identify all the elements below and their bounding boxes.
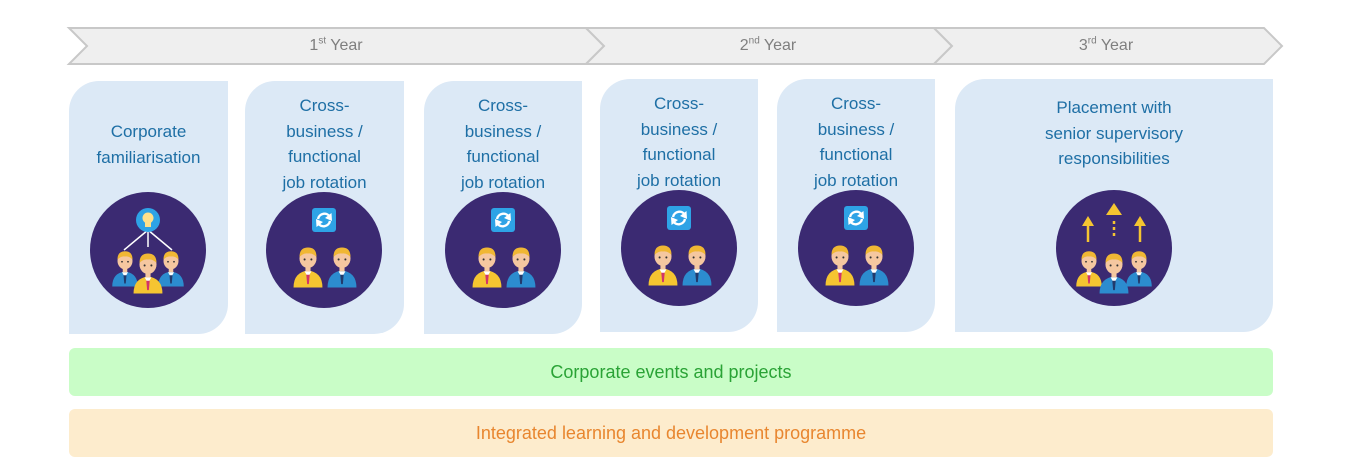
stage-card-rotation-4: Cross- business / functional job rotatio… — [777, 79, 935, 332]
stage-card-corporate-familiarisation: Corporate familiarisation — [69, 81, 228, 334]
rotation-icon — [621, 190, 737, 306]
year-3-label: 3rd Year — [1078, 35, 1134, 54]
rotation-icon — [445, 192, 561, 308]
rotation-icon — [266, 192, 382, 308]
stage-title: Corporate familiarisation — [96, 122, 201, 167]
year-timeline — [66, 27, 1284, 65]
stage-title: Placement with senior supervisory respon… — [1045, 98, 1183, 168]
stage-card-rotation-2: Cross- business / functional job rotatio… — [424, 81, 582, 334]
stage-title: Cross- business / functional job rotatio… — [636, 94, 722, 190]
stage-card-senior-placement: Placement with senior supervisory respon… — [955, 79, 1273, 332]
stage-title: Cross- business / functional job rotatio… — [460, 96, 546, 192]
learning-programme-band: Integrated learning and development prog… — [69, 409, 1273, 457]
stage-card-rotation-3: Cross- business / functional job rotatio… — [600, 79, 758, 332]
stage-title: Cross- business / functional job rotatio… — [282, 96, 367, 192]
stage-title: Cross- business / functional job rotatio… — [813, 94, 899, 190]
promotion-icon — [1056, 190, 1172, 306]
corporate-events-band: Corporate events and projects — [69, 348, 1273, 396]
year-3-chevron — [931, 27, 1284, 65]
stage-card-rotation-1: Cross- business / functional job rotatio… — [245, 81, 404, 334]
rotation-icon — [798, 190, 914, 306]
team-idea-icon — [90, 192, 206, 308]
year-1-label: 1st Year — [309, 35, 363, 54]
year-2-label: 2nd Year — [739, 35, 797, 54]
